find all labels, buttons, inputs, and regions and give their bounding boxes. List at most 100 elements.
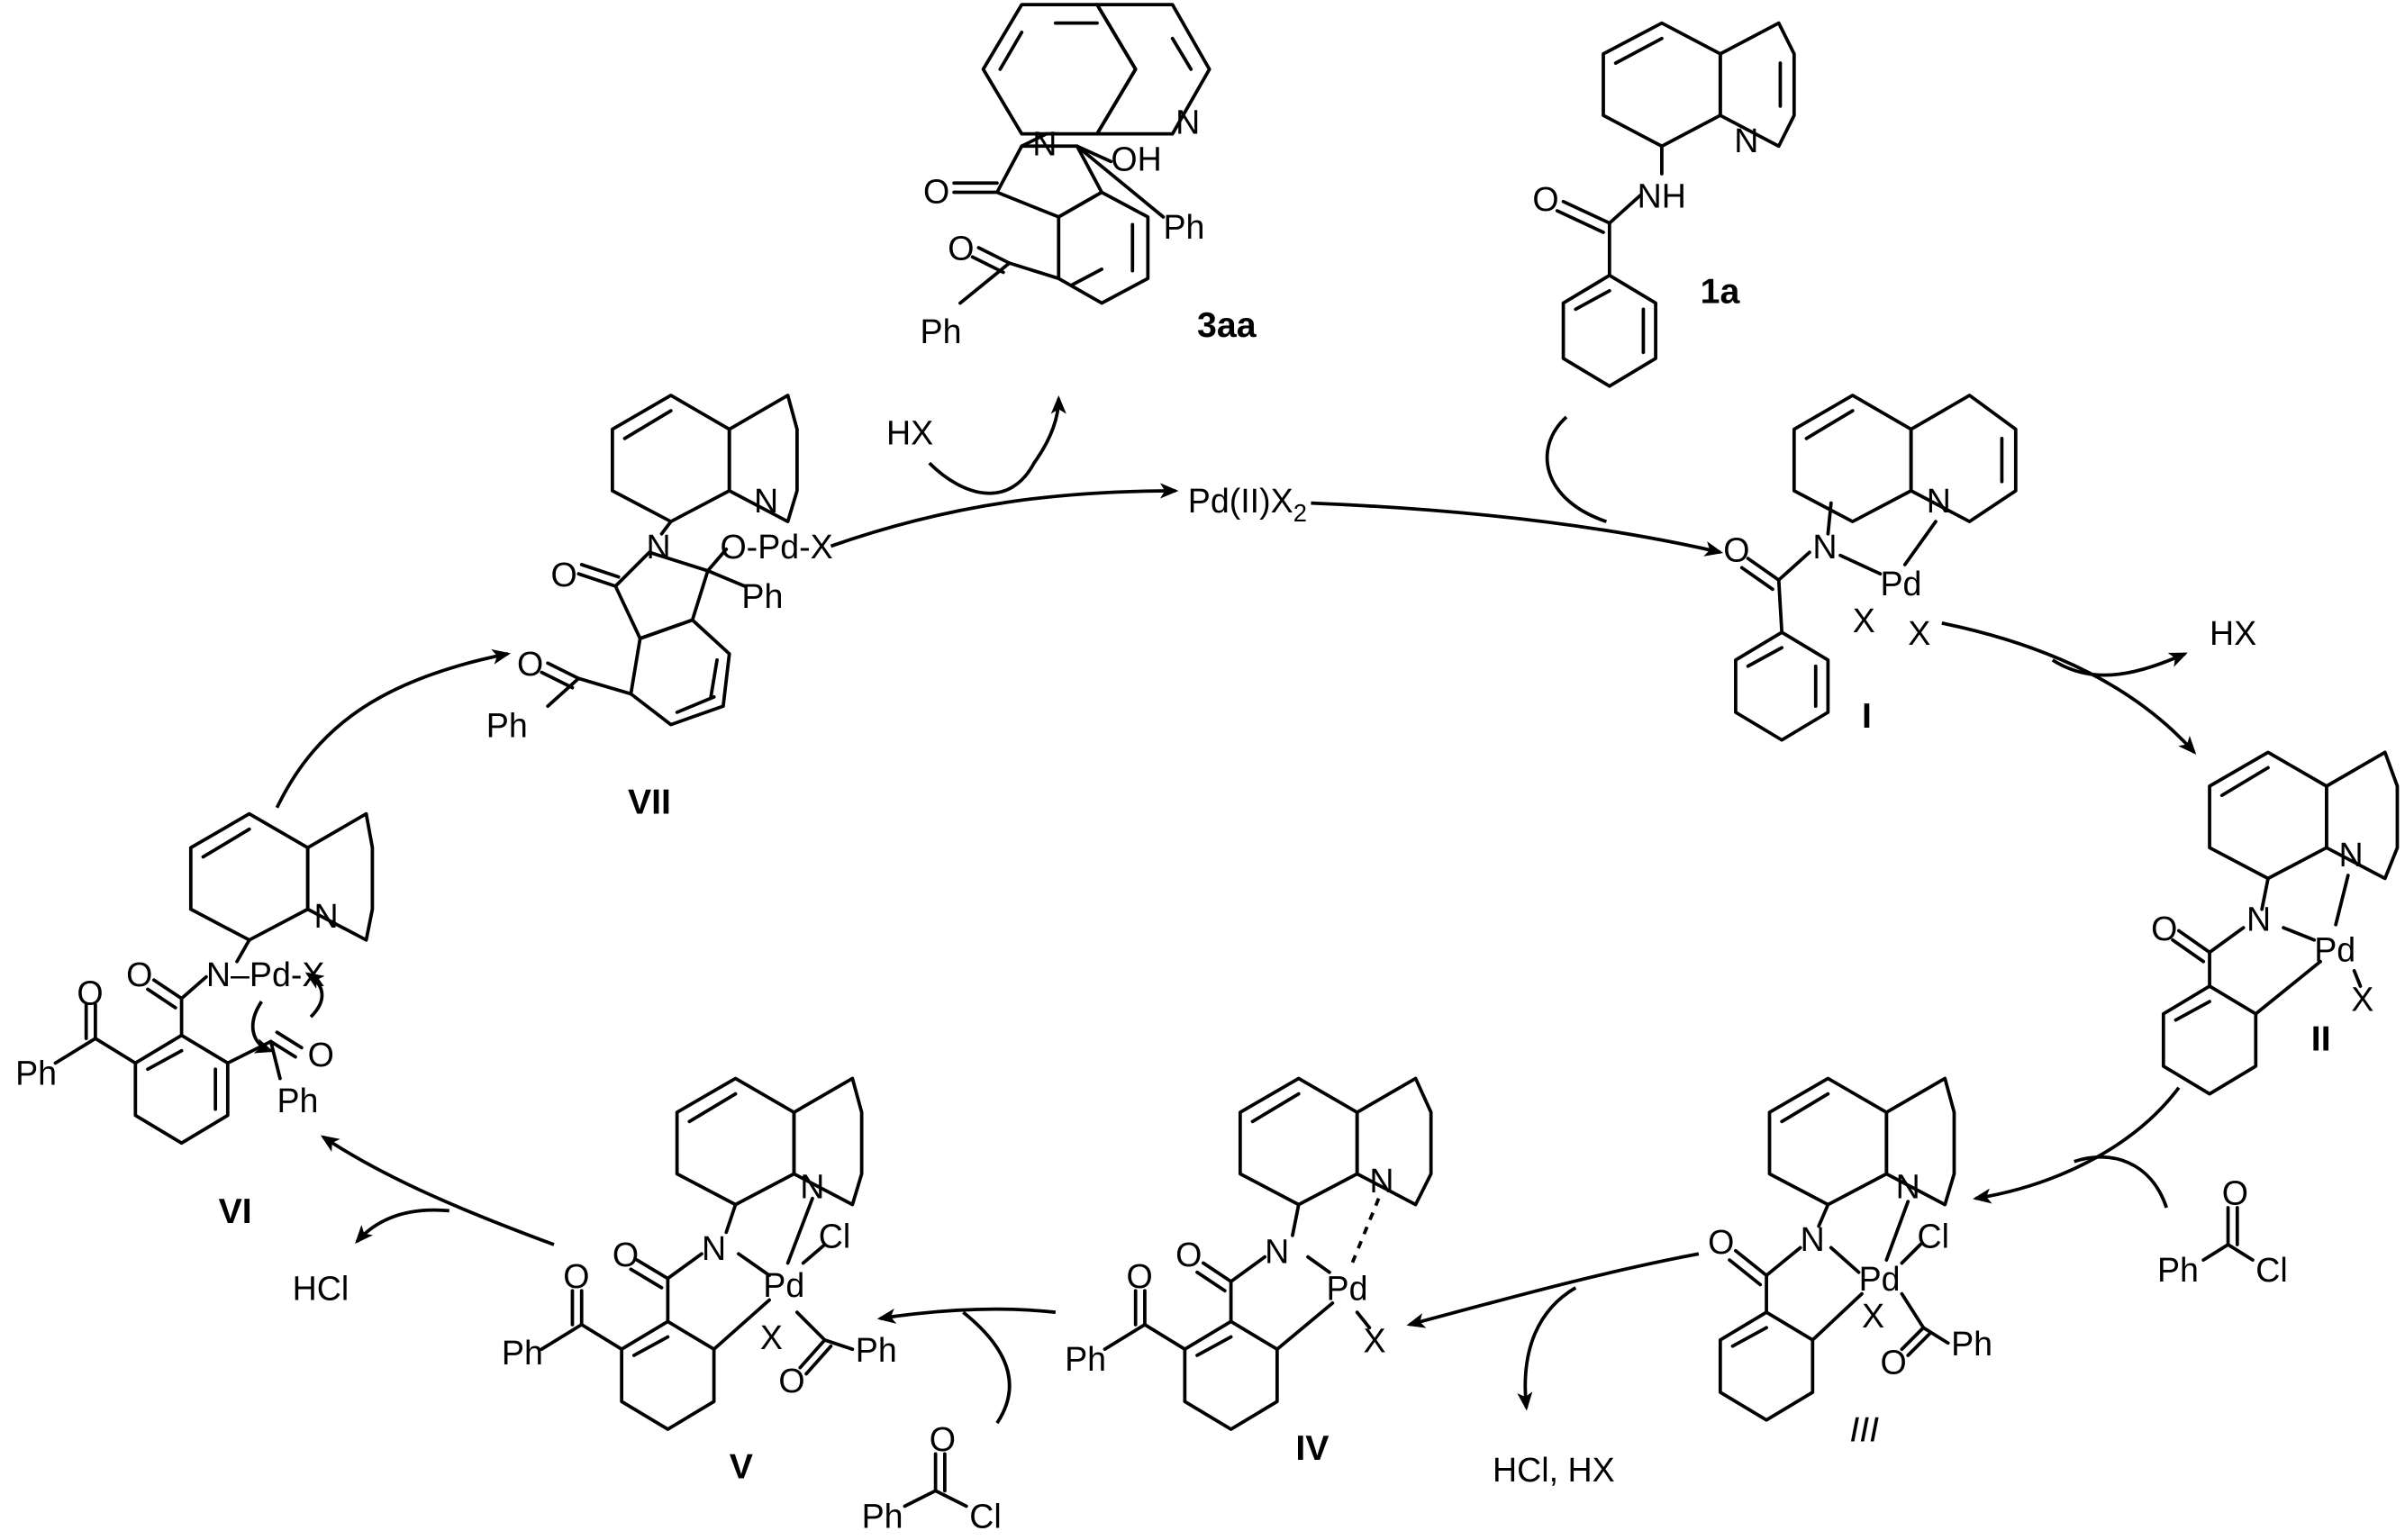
V-x: X [760, 1318, 783, 1356]
arrow-IV-to-V [876, 1307, 1057, 1324]
VI-nq: N [313, 897, 338, 935]
V-ph-acyl: Ph [856, 1331, 897, 1369]
3aa-o-lactam: O [923, 173, 949, 211]
quinoline-pyridine-ring [2325, 750, 2400, 881]
acyl-bottom-cl: Cl [969, 1497, 1002, 1535]
I-x1: X [1853, 602, 1875, 639]
II-x: X [2351, 980, 2373, 1018]
cycle-arrows [275, 395, 2197, 1425]
V-o2: O [778, 1362, 804, 1400]
III-ph: Ph [1951, 1325, 1992, 1363]
III-n: N [1801, 1220, 1825, 1258]
V-pd: Pd [763, 1266, 804, 1304]
quinoline-benzo-ring [1767, 1076, 1889, 1207]
arrow-catalyst-to-I [1311, 501, 1724, 557]
catalyst-text: Pd(II)X2 [1188, 482, 1307, 527]
3aa-ph: Ph [1163, 208, 1204, 246]
VI-n-pd-x: N–Pd-X [206, 956, 325, 993]
acyl-bottom-o: O [930, 1420, 956, 1458]
II-n: N [2246, 901, 2271, 938]
1a-nq: N [1734, 122, 1758, 159]
compound-I: N N Pd O X X I [1723, 394, 2018, 742]
IV-x: X [1364, 1322, 1386, 1360]
arrow-V-to-VI [320, 1135, 555, 1246]
VI-o: O [126, 956, 152, 993]
II-o: O [2151, 910, 2177, 947]
IV-id: IV [1295, 1428, 1329, 1468]
IV-o: O [1175, 1236, 1202, 1273]
VII-n: N [646, 528, 670, 566]
quinoline-benzo-ring [188, 811, 310, 942]
arrow-VII-to-catalyst [830, 483, 1179, 548]
compound-VI: N N–Pd-X O O Ph O Ph VI [15, 811, 375, 1231]
compound-V: N N Pd Cl O O Ph X O Ph V [502, 1076, 897, 1487]
compound-II: N N Pd O X II [2151, 750, 2400, 1096]
V-o-ketone: O [563, 1257, 589, 1295]
arrow-acyl-chloride-in-bottom [962, 1310, 1012, 1425]
VI-o-ketone: O [77, 974, 103, 1012]
quinoline-pyridine-ring [792, 1076, 864, 1207]
compound-3aa: N N O O OH Ph Ph 3aa [921, 3, 1257, 350]
hcl-hx-label: HCl, HX [1493, 1451, 1615, 1489]
quinoline-pyridine-ring [1718, 21, 1796, 149]
II-pd: Pd [2314, 931, 2355, 969]
II-id: II [2311, 1019, 2331, 1059]
quinoline-pyridine-ring [1095, 3, 1212, 136]
quinoline-pyridine-ring [1355, 1076, 1433, 1207]
3aa-oh: OH [1111, 140, 1161, 178]
I-pd: Pd [1880, 565, 1921, 602]
quinoline-benzo-ring [611, 394, 731, 523]
acyl-right-ph: Ph [2157, 1251, 2199, 1289]
VI-ph-ketone: Ph [15, 1054, 57, 1092]
quinoline-pyridine-ring [1884, 1076, 1956, 1207]
IV-ph: Ph [1065, 1340, 1106, 1378]
III-x: X [1862, 1297, 1884, 1335]
III-cl: Cl [1917, 1217, 1949, 1255]
arrow-III-to-IV [1406, 1252, 1700, 1328]
I-x2: X [1908, 614, 1930, 652]
V-ph-ketone: Ph [502, 1334, 543, 1372]
acyl-bottom-ph: Ph [862, 1497, 903, 1535]
quinoline-pyridine-ring [1909, 394, 2018, 523]
VII-nq: N [754, 482, 778, 520]
V-cl: Cl [819, 1217, 850, 1255]
III-id: III [1849, 1410, 1879, 1450]
quinoline-benzo-ring [1238, 1076, 1359, 1207]
I-n: N [1812, 528, 1837, 566]
arrow-II-to-III [1973, 1086, 2181, 1204]
VII-ph: Ph [741, 577, 783, 615]
II-nq: N [2339, 836, 2364, 874]
benzoyl-chloride-right: Ph O Cl [2157, 1174, 2288, 1289]
arrow-hcl-out [355, 1208, 449, 1245]
VII-ph-ketone: Ph [486, 706, 528, 744]
benzoyl-ring [1734, 630, 1830, 742]
hx-left-label: HX [886, 414, 933, 452]
1a-nh: NH [1638, 177, 1686, 215]
3aa-ph-ketone: Ph [921, 313, 962, 350]
arrow-hcl-hx-out [1517, 1286, 1577, 1411]
IV-o-ketone: O [1126, 1257, 1152, 1295]
IV-n: N [1265, 1232, 1289, 1270]
3aa-o-ketone: O [948, 230, 974, 267]
IV-nq: N [1369, 1162, 1393, 1200]
3aa-nq: N [1175, 104, 1200, 141]
V-o: O [613, 1236, 639, 1273]
VI-o2: O [308, 1036, 334, 1073]
III-nq: N [1896, 1168, 1920, 1206]
arrow-VI-to-VII [275, 649, 512, 809]
arrow-1a-enters [1545, 415, 1608, 523]
quinoline-benzo-ring [1602, 21, 1722, 149]
benzoyl-chloride-bottom: Ph O Cl [862, 1420, 1002, 1535]
III-o2: O [1880, 1343, 1906, 1381]
quinoline-pyridine-ring [727, 394, 799, 523]
I-id: I [1862, 696, 1872, 736]
arrow-hx-out [2051, 652, 2188, 677]
hcl-label: HCl [293, 1269, 349, 1307]
benzoyl-ring [1561, 273, 1657, 388]
compound-IV: N N Pd O O Ph X IV [1065, 1076, 1433, 1468]
V-id: V [730, 1447, 753, 1487]
compound-III: N N Pd Cl O X O Ph III [1708, 1076, 1992, 1450]
VII-id: VII [628, 783, 671, 822]
VII-o-lactam: O [551, 556, 577, 593]
1a-o: O [1532, 180, 1558, 218]
